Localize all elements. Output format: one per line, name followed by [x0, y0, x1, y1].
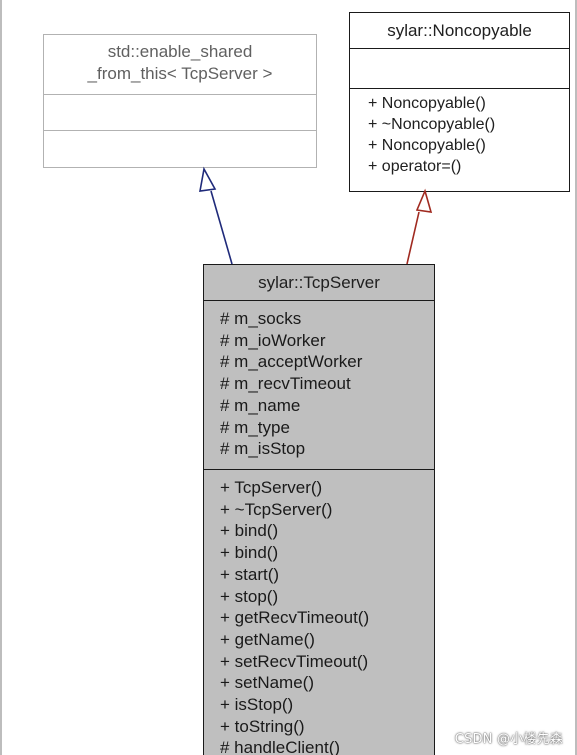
operation: + ~Noncopyable()	[368, 116, 496, 133]
inheritance-arrowhead-enable-shared	[199, 166, 217, 192]
method: + setRecvTimeout()	[220, 651, 369, 671]
method: # handleClient()	[220, 738, 341, 755]
noncopyable-class: sylar::Noncopyable + Noncopyable() + ~No…	[349, 12, 570, 192]
class-name-line-2: _from_this< TcpServer >	[87, 64, 273, 83]
class-name: std::enable_shared _from_this< TcpServer…	[44, 35, 316, 95]
operation: + Noncopyable()	[368, 95, 486, 112]
attribute: # m_socks	[220, 309, 302, 328]
method: + bind()	[220, 543, 279, 563]
attributes-compartment: # m_socks # m_ioWorker # m_acceptWorker …	[204, 301, 434, 470]
enable-shared-from-this-class: std::enable_shared _from_this< TcpServer…	[43, 34, 317, 168]
right-frame-edge	[575, 0, 577, 755]
operations-compartment	[44, 131, 316, 167]
operations-compartment: + Noncopyable() + ~Noncopyable() + Nonco…	[350, 89, 569, 177]
left-frame-edge	[0, 0, 2, 755]
attribute: # m_isStop	[220, 439, 306, 459]
operations-compartment: + TcpServer() + ~TcpServer() + bind() + …	[204, 470, 434, 755]
class-name: sylar::TcpServer	[204, 265, 434, 301]
method: + ~TcpServer()	[220, 499, 333, 519]
method: + bind()	[220, 521, 279, 541]
tcp-server-class: sylar::TcpServer # m_socks # m_ioWorker …	[203, 264, 435, 755]
operation: + Noncopyable()	[368, 137, 486, 154]
inheritance-edge-noncopyable	[406, 211, 420, 265]
method: + start()	[220, 564, 280, 584]
method: + stop()	[220, 586, 279, 606]
operation: + operator=()	[368, 158, 462, 175]
method: + isStop()	[220, 695, 294, 715]
class-name: sylar::Noncopyable	[350, 13, 569, 49]
method: + getName()	[220, 629, 315, 649]
watermark: CSDN @小楼先森	[454, 732, 563, 747]
method: + toString()	[220, 716, 305, 736]
attribute: # m_acceptWorker	[220, 352, 363, 372]
attributes-compartment	[350, 49, 569, 89]
inheritance-arrowhead-noncopyable	[415, 188, 433, 213]
attribute: # m_ioWorker	[220, 330, 326, 350]
class-name-line-1: std::enable_shared	[107, 42, 253, 61]
method: + getRecvTimeout()	[220, 608, 370, 628]
method: + TcpServer()	[220, 478, 323, 497]
method: + setName()	[220, 673, 314, 693]
attributes-compartment	[44, 95, 316, 131]
attribute: # m_name	[220, 395, 301, 415]
attribute: # m_type	[220, 417, 290, 437]
inheritance-edge-enable-shared	[210, 190, 233, 265]
attribute: # m_recvTimeout	[220, 374, 351, 394]
